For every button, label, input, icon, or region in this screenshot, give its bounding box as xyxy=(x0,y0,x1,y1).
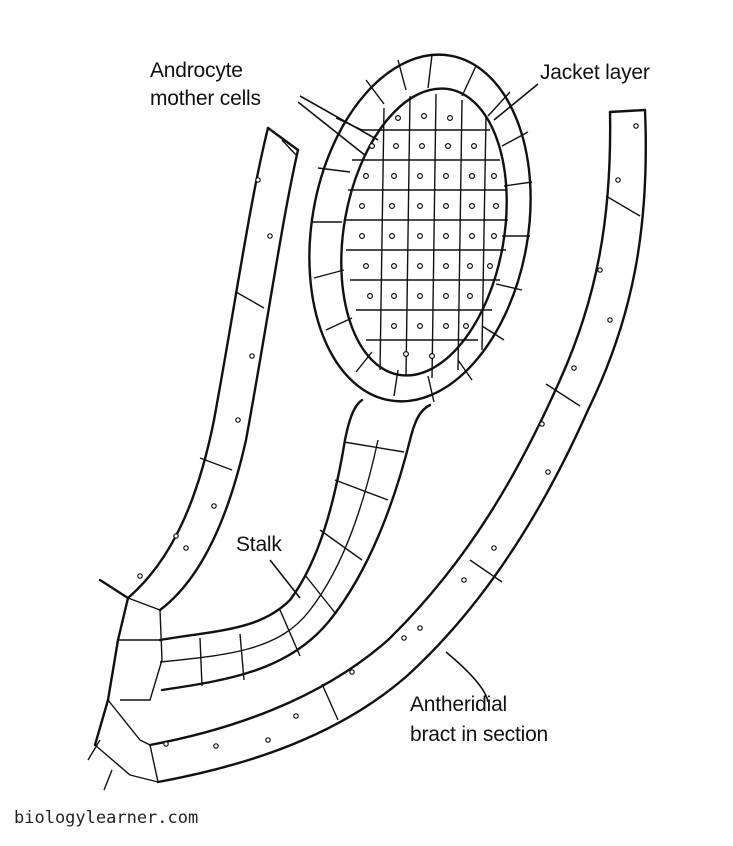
filament-dots xyxy=(137,123,639,749)
cell-nuclei xyxy=(359,112,500,360)
base-tissue xyxy=(87,578,163,791)
androcyte-leader-1 xyxy=(299,95,379,141)
jacket-leader xyxy=(493,83,539,121)
label-jacket-layer: Jacket layer xyxy=(540,61,650,84)
stalk-drawing xyxy=(158,398,432,692)
antheridium-body xyxy=(308,53,533,403)
left-filament xyxy=(126,126,300,612)
label-androcyte-line2: mother cells xyxy=(150,87,261,110)
stalk-leader xyxy=(269,559,301,599)
label-stalk: Stalk xyxy=(236,533,282,556)
label-bract-line1: Antheridial xyxy=(410,693,508,716)
label-androcyte-line1: Androcyte xyxy=(150,59,243,82)
label-bract-line2: bract in section xyxy=(410,723,549,746)
androcyte-leader-2 xyxy=(297,101,367,157)
watermark: biologylearner.com xyxy=(14,808,199,828)
leader-lines xyxy=(269,83,539,703)
antheridial-bract xyxy=(148,108,648,784)
bract-leader xyxy=(445,651,489,703)
